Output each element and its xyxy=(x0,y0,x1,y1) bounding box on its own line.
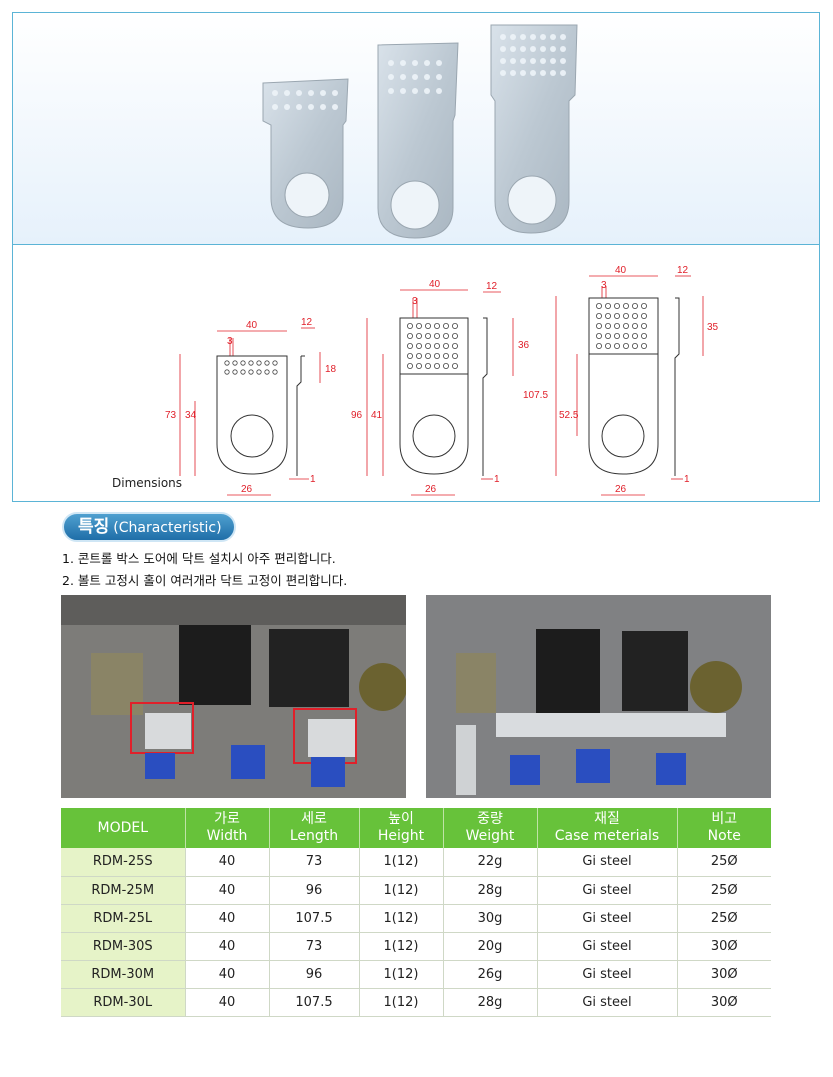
cell-width: 40 xyxy=(185,932,270,961)
dim3-thickness-top: 12 xyxy=(677,265,689,276)
dim1-tab-height: 18 xyxy=(325,364,337,375)
table-row: RDM-30L 40 107.5 1(12) 28g Gi steel 30Ø xyxy=(61,988,771,1017)
dim2-tab-height: 36 xyxy=(518,340,530,351)
dim3-center-height: 52.5 xyxy=(559,410,579,421)
dimensions-label: Dimensions xyxy=(112,476,183,490)
dim2-thickness-top: 12 xyxy=(486,281,498,292)
installation-photo-right xyxy=(426,595,771,798)
cell-weight: 28g xyxy=(443,988,538,1017)
cell-material: Gi steel xyxy=(537,876,678,905)
cell-width: 40 xyxy=(185,904,270,933)
feature-item: 1. 콘트롤 박스 도어에 닥트 설치시 아주 편리합니다. xyxy=(62,551,336,566)
dim2-hole-diameter: 26 xyxy=(425,484,437,495)
cell-weight: 26g xyxy=(443,960,538,989)
cell-note: 25Ø xyxy=(677,876,771,905)
cell-width: 40 xyxy=(185,960,270,989)
cell-weight: 22g xyxy=(443,848,538,877)
dimension-svg: 40 3 12 18 73 34 26 1 40 3 12 36 96 41 2… xyxy=(165,265,719,496)
cell-length: 96 xyxy=(269,876,360,905)
table-row: RDM-25S 40 73 1(12) 22g Gi steel 25Ø xyxy=(61,848,771,877)
cell-length: 107.5 xyxy=(269,988,360,1017)
cell-material: Gi steel xyxy=(537,932,678,961)
cell-material: Gi steel xyxy=(537,904,678,933)
cell-weight: 30g xyxy=(443,904,538,933)
cell-model: RDM-30L xyxy=(61,988,186,1017)
dim1-hole-offset: 3 xyxy=(227,336,233,347)
feature-item: 2. 볼트 고정시 홀이 여러개라 닥트 고정이 편리합니다. xyxy=(62,573,348,588)
dim2-thickness: 1 xyxy=(494,474,500,485)
dim2-total-length: 96 xyxy=(351,410,363,421)
cell-note: 30Ø xyxy=(677,988,771,1017)
cell-length: 73 xyxy=(269,932,360,961)
dimension-drawings: 40 3 12 18 73 34 26 1 40 3 12 36 96 41 2… xyxy=(13,246,819,501)
dim3-hole-diameter: 26 xyxy=(615,484,627,495)
cell-width: 40 xyxy=(185,848,270,877)
feature-title-ko: 특징 xyxy=(78,517,110,537)
cell-length: 73 xyxy=(269,848,360,877)
feature-title: 특징 (Characteristic) xyxy=(62,512,236,542)
cell-weight: 20g xyxy=(443,932,538,961)
feature-title-en: (Characteristic) xyxy=(113,520,222,536)
cell-model: RDM-25M xyxy=(61,876,186,905)
dim1-center-height: 34 xyxy=(185,410,197,421)
dim1-total-length: 73 xyxy=(165,410,177,421)
dim1-width: 40 xyxy=(246,320,258,331)
table-row: RDM-25L 40 107.5 1(12) 30g Gi steel 25Ø xyxy=(61,904,771,933)
dim3-total-length: 107.5 xyxy=(523,390,548,401)
cell-length: 107.5 xyxy=(269,904,360,933)
table-row: RDM-25M 40 96 1(12) 28g Gi steel 25Ø xyxy=(61,876,771,905)
cell-note: 25Ø xyxy=(677,848,771,877)
product-panel: 40 3 12 18 73 34 26 1 40 3 12 36 96 41 2… xyxy=(12,12,820,502)
product-photo xyxy=(13,13,819,245)
cell-height: 1(12) xyxy=(359,932,444,961)
dim3-thickness: 1 xyxy=(684,474,690,485)
cell-model: RDM-25S xyxy=(61,848,186,877)
cell-length: 96 xyxy=(269,960,360,989)
cell-height: 1(12) xyxy=(359,988,444,1017)
cell-model: RDM-30M xyxy=(61,960,186,989)
installation-photo-left xyxy=(61,595,406,798)
dim3-hole-offset: 3 xyxy=(601,280,607,291)
dim2-hole-offset: 3 xyxy=(412,296,418,307)
table-row: RDM-30S 40 73 1(12) 20g Gi steel 30Ø xyxy=(61,932,771,961)
cell-height: 1(12) xyxy=(359,904,444,933)
header-model: MODEL xyxy=(61,808,186,848)
cell-height: 1(12) xyxy=(359,960,444,989)
cell-material: Gi steel xyxy=(537,988,678,1017)
cell-note: 30Ø xyxy=(677,932,771,961)
dim2-width: 40 xyxy=(429,279,441,290)
cell-weight: 28g xyxy=(443,876,538,905)
dim1-thickness: 1 xyxy=(310,474,316,485)
cell-material: Gi steel xyxy=(537,960,678,989)
cell-width: 40 xyxy=(185,988,270,1017)
dim3-tab-height: 35 xyxy=(707,322,719,333)
bracket-photo-illustration xyxy=(262,24,578,239)
cell-width: 40 xyxy=(185,876,270,905)
cell-note: 25Ø xyxy=(677,904,771,933)
dim3-width: 40 xyxy=(615,265,627,276)
cell-height: 1(12) xyxy=(359,876,444,905)
feature-list: 1. 콘트롤 박스 도어에 닥트 설치시 아주 편리합니다. 2. 볼트 고정시… xyxy=(62,548,347,592)
dim1-thickness-top: 12 xyxy=(301,317,313,328)
table-row: RDM-30M 40 96 1(12) 26g Gi steel 30Ø xyxy=(61,960,771,989)
cell-model: RDM-25L xyxy=(61,904,186,933)
cell-material: Gi steel xyxy=(537,848,678,877)
dim1-hole-diameter: 26 xyxy=(241,484,253,495)
cell-model: RDM-30S xyxy=(61,932,186,961)
cell-note: 30Ø xyxy=(677,960,771,989)
dim2-center-height: 41 xyxy=(371,410,383,421)
cell-height: 1(12) xyxy=(359,848,444,877)
